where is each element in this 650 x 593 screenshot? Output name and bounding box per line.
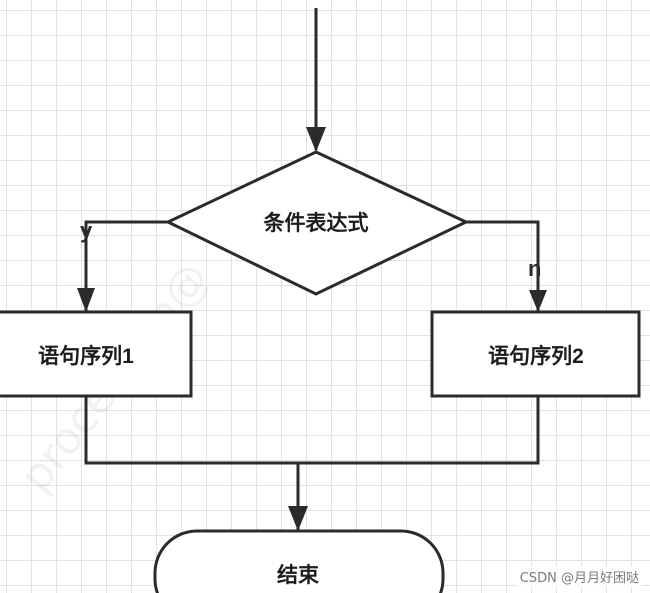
- statement-box-1[interactable]: [0, 310, 193, 398]
- yes-arrowhead: [77, 288, 95, 312]
- end-terminator[interactable]: [153, 529, 445, 593]
- condition-label: 条件表达式: [264, 211, 369, 235]
- no-arrowhead: [529, 290, 547, 312]
- condition-diamond[interactable]: [164, 150, 470, 296]
- end-label: 结束: [277, 563, 320, 587]
- statement-2-label: 语句序列2: [488, 344, 584, 368]
- yes-connector: [84, 220, 168, 312]
- no-branch-label: n: [528, 256, 541, 281]
- no-connector: [466, 220, 540, 312]
- statement-1-label: 语句序列1: [38, 344, 134, 368]
- merge-connector: [84, 396, 540, 465]
- yes-branch-label: y: [80, 218, 93, 243]
- entry-arrowhead: [306, 127, 326, 152]
- end-arrowhead: [288, 506, 308, 531]
- csdn-watermark: CSDN @月月好困哒: [516, 566, 642, 587]
- statement-box-2[interactable]: [430, 310, 641, 398]
